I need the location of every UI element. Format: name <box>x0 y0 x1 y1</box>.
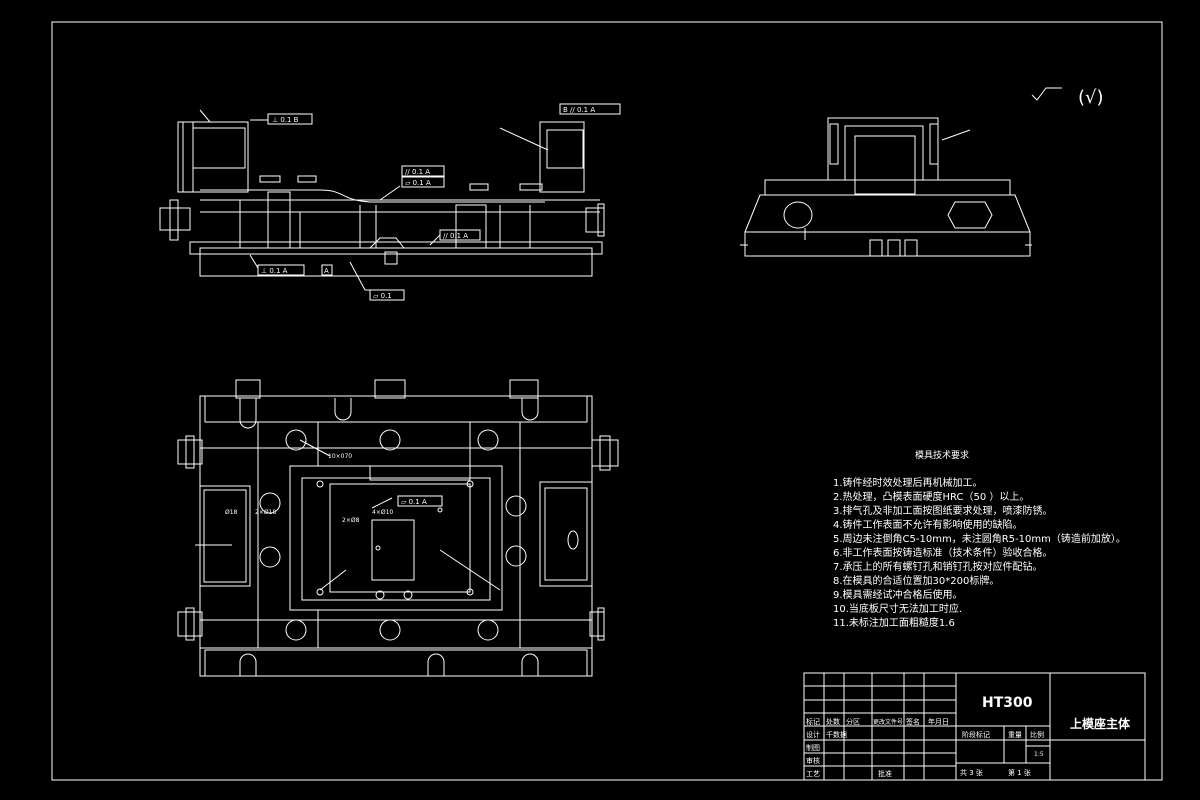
tolerance-label: ⊥ 0.1 A <box>261 267 288 275</box>
header-cell: 签名 <box>906 717 920 726</box>
plan-annotations: ▱ 0.1 A 10×070 2×Ø8 4×Ø10 Ø18 2×Ø18 <box>225 453 443 524</box>
tolerance-label: ▱ 0.1 A <box>405 179 431 187</box>
stage-mark-label: 阶段标记 <box>962 730 990 739</box>
surface-finish-symbol: (√) <box>1031 87 1104 108</box>
note-label: 2×Ø8 <box>342 517 360 524</box>
row-label: 工艺 <box>806 770 820 778</box>
side-view <box>740 117 1032 257</box>
tech-req-item: 10.当底板尺寸无法加工时应. <box>833 602 962 615</box>
header-cell: 更改文件号 <box>873 718 903 726</box>
tolerance-label: // 0.1 A <box>405 168 430 176</box>
plan-view <box>177 379 619 677</box>
tech-req-item: 11.未标注加工面粗糙度1.6 <box>833 616 955 629</box>
tech-req-item: 9.模具需经试冲合格后使用。 <box>833 588 963 601</box>
note-label: 10×070 <box>328 453 352 460</box>
sheets-total: 共 3 张 <box>960 768 983 777</box>
header-cell: 处数 <box>826 717 840 726</box>
tolerance-label: ⊥ 0.1 B <box>272 116 299 124</box>
technical-requirements: 模具技术要求 1.铸件经时效处理后再机械加工。 2.热处理，凸模表面硬度HRC（… <box>833 449 1126 629</box>
approve-label: 批准 <box>878 769 892 778</box>
header-cell: 分区 <box>846 717 860 726</box>
tolerance-label: B // 0.1 A <box>563 106 595 114</box>
tech-req-item: 7.承压上的所有螺钉孔和销钉孔按对应件配钻。 <box>833 560 1043 573</box>
tech-req-item: 4.铸件工作表面不允许有影响使用的缺陷。 <box>833 518 1023 531</box>
tolerance-label: ▱ 0.1 A <box>401 498 427 506</box>
row-label: 设计 <box>806 730 820 739</box>
drawing-frame <box>51 21 1163 781</box>
surface-finish-text: (√) <box>1078 87 1104 108</box>
tolerance-label: // 0.1 A <box>443 232 468 240</box>
tech-req-title: 模具技术要求 <box>915 449 969 461</box>
note-label: Ø18 <box>225 509 238 516</box>
tech-req-item: 2.热处理，凸模表面硬度HRC（50 ）以上。 <box>833 490 1029 503</box>
weight-label: 重量 <box>1008 731 1022 739</box>
row-label: 审核 <box>806 756 820 765</box>
designer-name: 千数据 <box>826 730 847 739</box>
datum-label: A <box>324 267 329 275</box>
title-block: HT300 上模座主体 标记 处数 分区 更改文件号 签名 年月日 设计 制图 … <box>803 672 1146 781</box>
tech-req-item: 5.周边未注倒角C5-10mm，未注圆角R5-10mm（铸造前加放）。 <box>833 532 1126 545</box>
tolerance-label: ▱ 0.1 <box>373 292 392 300</box>
tech-req-item: 3.排气孔及非加工面按图纸要求处理，喷漆防锈。 <box>833 504 1053 517</box>
tech-req-item: 8.在模具的合适位置加30*200标牌。 <box>833 574 999 587</box>
tolerance-frames: ⊥ 0.1 B B // 0.1 A // 0.1 A ▱ 0.1 A // 0… <box>257 103 621 301</box>
scale-label: 比例 <box>1030 730 1044 739</box>
header-cell: 标记 <box>806 717 820 726</box>
front-view <box>159 109 605 291</box>
header-cell: 年月日 <box>928 717 949 726</box>
sheet-number: 第 1 张 <box>1008 768 1031 777</box>
tech-req-item: 6.非工作表面按铸造标准（技术条件）验收合格。 <box>833 546 1053 559</box>
material-text: HT300 <box>982 695 1033 711</box>
part-name-text: 上模座主体 <box>1070 716 1131 731</box>
scale-value: 1:5 <box>1034 751 1044 758</box>
row-label: 制图 <box>806 743 820 752</box>
note-label: 2×Ø18 <box>255 509 276 516</box>
tech-req-item: 1.铸件经时效处理后再机械加工。 <box>833 476 983 489</box>
note-label: 4×Ø10 <box>372 509 393 516</box>
